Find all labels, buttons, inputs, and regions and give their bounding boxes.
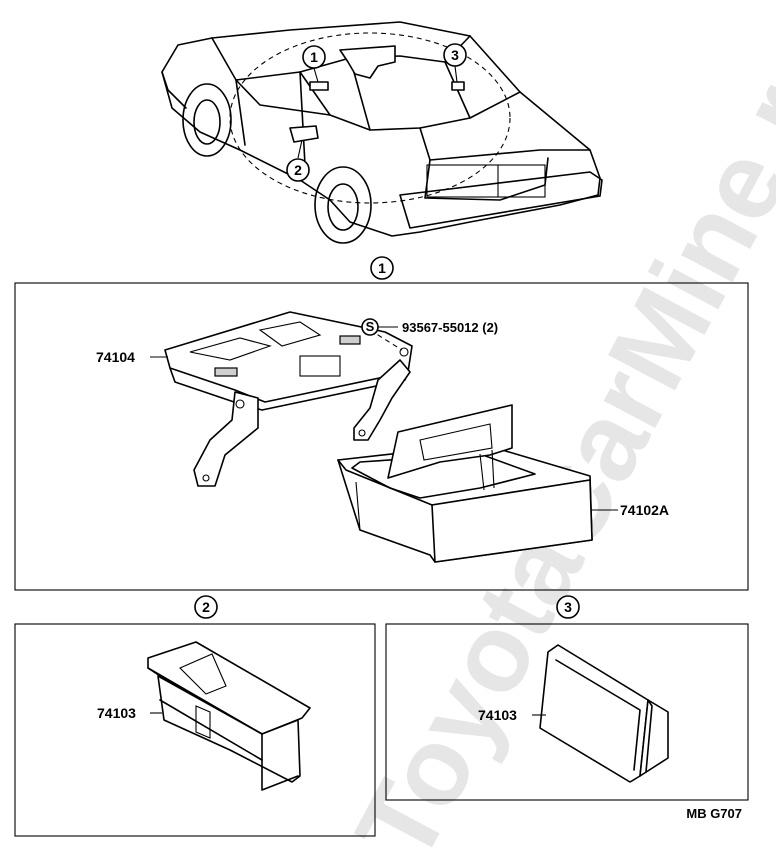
svg-text:2: 2	[202, 599, 210, 615]
label-74104: 74104	[96, 349, 168, 365]
box-74103-right-drawing	[539, 644, 669, 783]
box-74102a-drawing	[337, 404, 593, 563]
callout-1-car: 1	[302, 45, 326, 69]
section-2-heading: 2	[194, 595, 218, 619]
svg-text:1: 1	[310, 49, 318, 65]
box-74103-left-drawing	[147, 641, 311, 791]
callout-2-car: 2	[286, 158, 310, 182]
svg-text:93567-55012 (2): 93567-55012 (2)	[402, 320, 498, 335]
svg-text:S: S	[366, 319, 375, 334]
svg-text:74102A: 74102A	[620, 502, 669, 518]
svg-text:74103: 74103	[478, 707, 517, 723]
svg-text:74103: 74103	[97, 705, 136, 721]
svg-text:74104: 74104	[96, 349, 135, 365]
section-3-frame	[385, 623, 749, 801]
section-1-heading: 1	[370, 256, 394, 280]
svg-text:3: 3	[564, 599, 572, 615]
diagram-code: MB G707	[686, 806, 742, 821]
bolt-label: S 93567-55012 (2)	[361, 318, 498, 336]
svg-text:2: 2	[294, 162, 302, 178]
label-74103-left: 74103	[97, 705, 162, 721]
label-74103-right: 74103	[478, 707, 546, 723]
bracket-74104-drawing	[164, 311, 413, 487]
section-2-frame	[14, 623, 376, 837]
label-74102a: 74102A	[592, 502, 669, 518]
svg-text:1: 1	[378, 260, 386, 276]
car-overview	[161, 21, 603, 244]
section-3-heading: 3	[556, 595, 580, 619]
svg-text:3: 3	[451, 47, 459, 63]
callout-3-car: 3	[443, 43, 467, 67]
section-1-frame	[14, 282, 749, 591]
